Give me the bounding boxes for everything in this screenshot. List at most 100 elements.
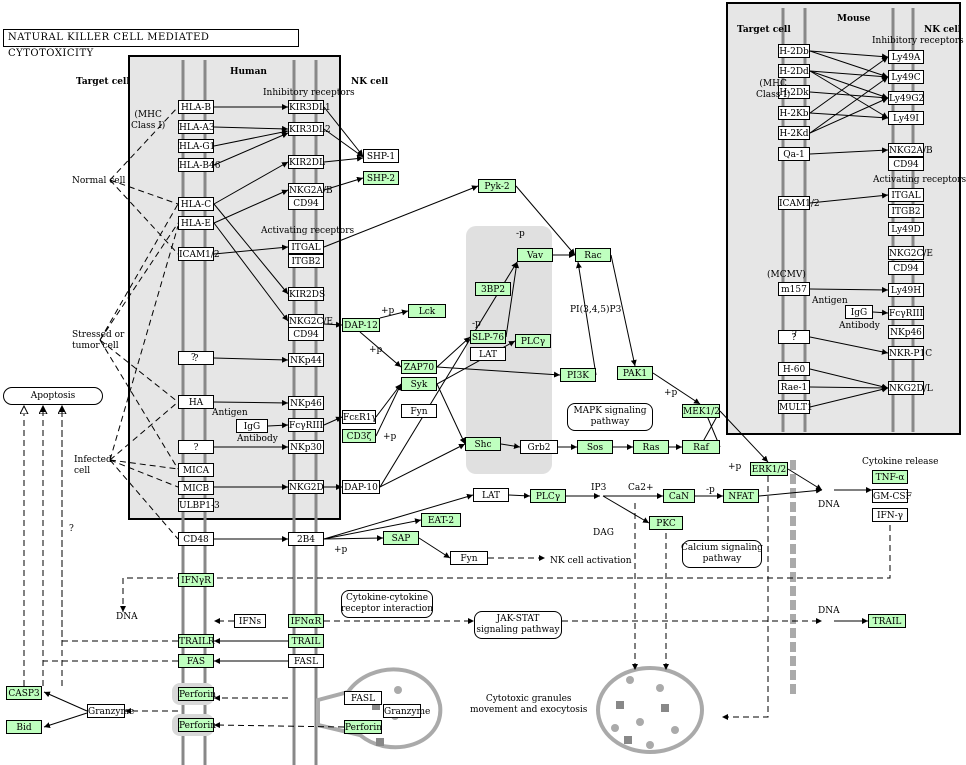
gene-node-trailr-71[interactable]: TRAILR bbox=[178, 634, 215, 648]
gene-node-dap-12-33[interactable]: DAP-12 bbox=[342, 318, 380, 332]
gene-node-perforin-79[interactable]: Perforin bbox=[344, 720, 382, 734]
gene-node-m157-91[interactable]: m157 bbox=[778, 282, 810, 296]
gene-node-kir2ds-22[interactable]: KIR2DS bbox=[288, 287, 325, 301]
gene-node-h-2dk-86[interactable]: H-2Dk bbox=[778, 85, 810, 99]
gene-node-lat-57[interactable]: LAT bbox=[473, 488, 509, 502]
gene-node-kir3dl2-16[interactable]: KIR3DL2 bbox=[288, 122, 331, 136]
gene-node-mek1-2-50[interactable]: MEK1/2 bbox=[682, 404, 720, 418]
gene-node-itgb2-104[interactable]: ITGB2 bbox=[888, 204, 924, 218]
gene-node-h-60-94[interactable]: H-60 bbox=[778, 362, 810, 376]
gene-node-nkp30-28[interactable]: NKp30 bbox=[288, 440, 324, 454]
gene-node-shc-51[interactable]: Shc bbox=[465, 437, 501, 451]
gene-node-nkp44-25[interactable]: NKp44 bbox=[288, 353, 324, 367]
gene-node-ulbp1-3-13[interactable]: ULBP1-3 bbox=[178, 498, 220, 512]
gene-node-fasl-76[interactable]: FASL bbox=[344, 691, 382, 705]
gene-node-ras-54[interactable]: Ras bbox=[633, 440, 669, 454]
gene-node-casp3-82[interactable]: CASP3 bbox=[6, 686, 42, 700]
gene-node---93[interactable]: ? bbox=[778, 330, 810, 344]
gene-node-fc-r1--35[interactable]: FcεR1γ bbox=[342, 410, 377, 424]
gene-node-nkp46-110[interactable]: NKp46 bbox=[888, 325, 924, 339]
gene-node-ly49h-108[interactable]: Ly49H bbox=[888, 283, 924, 297]
gene-node-gm-csf-66[interactable]: GM-CSF bbox=[872, 489, 912, 503]
gene-node-nkg2c-e-23[interactable]: NKG2C/E bbox=[288, 314, 333, 328]
gene-node-zap70-38[interactable]: ZAP70 bbox=[401, 360, 437, 374]
gene-node-itgal-103[interactable]: ITGAL bbox=[888, 188, 924, 202]
gene-node-nkg2d-29[interactable]: NKG2D bbox=[288, 480, 324, 494]
gene-node-sos-53[interactable]: Sos bbox=[577, 440, 613, 454]
gene-node-syk-39[interactable]: Syk bbox=[401, 377, 437, 391]
gene-node-nkg2a-b-101[interactable]: NKG2A/B bbox=[888, 143, 933, 157]
gene-node-fyn-36[interactable]: Fyn bbox=[401, 404, 437, 418]
gene-node-rae-1-95[interactable]: Rae-1 bbox=[778, 380, 810, 394]
gene-node-vav-42[interactable]: Vav bbox=[517, 248, 553, 262]
gene-node-nkg2d-l-112[interactable]: NKG2D/L bbox=[888, 381, 933, 395]
gene-node-trail-73[interactable]: TRAIL bbox=[868, 614, 906, 628]
gene-node-cd3--37[interactable]: CD3ζ bbox=[342, 429, 376, 443]
apoptosis-pathway-link[interactable]: Apoptosis bbox=[3, 387, 103, 405]
gene-node-lck-34[interactable]: Lck bbox=[408, 304, 446, 318]
gene-node-perforin-77[interactable]: Perforin bbox=[178, 687, 216, 701]
gene-node-igg-92[interactable]: IgG bbox=[845, 305, 873, 319]
gene-node-ly49d-105[interactable]: Ly49D bbox=[888, 222, 924, 236]
jakstat-pathway-link[interactable]: JAK-STAT signaling pathway bbox=[474, 611, 562, 639]
gene-node-slp-76-45[interactable]: SLP-76 bbox=[470, 330, 506, 344]
gene-node-hla-a3-1[interactable]: HLA-A3 bbox=[178, 120, 215, 134]
gene-node-nkg2a-b-18[interactable]: NKG2A/B bbox=[288, 183, 333, 197]
gene-node-cd94-102[interactable]: CD94 bbox=[888, 157, 924, 171]
gene-node-hla-e-5[interactable]: HLA-E bbox=[178, 216, 214, 230]
gene-node-pkc-61[interactable]: PKC bbox=[649, 516, 683, 530]
gene-node-granzyme-81[interactable]: Granzyme bbox=[383, 704, 430, 718]
gene-node-grb2-52[interactable]: Grb2 bbox=[520, 440, 558, 454]
gene-node-cd94-107[interactable]: CD94 bbox=[888, 261, 924, 275]
cytokine-pathway-link[interactable]: Cytokine-cytokine receptor interaction bbox=[341, 590, 433, 618]
gene-node-rac-43[interactable]: Rac bbox=[575, 248, 611, 262]
gene-node-nkr-p1c-111[interactable]: NKR-P1C bbox=[888, 346, 932, 360]
gene-node-bid-83[interactable]: Bid bbox=[6, 720, 42, 734]
gene-node-erk1-2-56[interactable]: ERK1/2 bbox=[750, 462, 788, 476]
gene-node-cd94-19[interactable]: CD94 bbox=[288, 196, 324, 210]
gene-node-fas-74[interactable]: FAS bbox=[178, 654, 214, 668]
gene-node-mica-11[interactable]: MICA bbox=[178, 463, 214, 477]
gene-node-sap-63[interactable]: SAP bbox=[383, 531, 419, 545]
gene-node-fc-riii-109[interactable]: FcγRIII bbox=[888, 306, 924, 320]
gene-node-ifn-r-68[interactable]: IFNγR bbox=[178, 573, 214, 587]
gene-node-3bp2-44[interactable]: 3BP2 bbox=[475, 282, 511, 296]
calcium-pathway-link[interactable]: Calcium signaling pathway bbox=[681, 540, 763, 568]
gene-node-plc--58[interactable]: PLCγ bbox=[530, 489, 566, 503]
gene-node-kir3dl1-15[interactable]: KIR3DL1 bbox=[288, 100, 331, 114]
gene-node-itgal-20[interactable]: ITGAL bbox=[288, 240, 324, 254]
gene-node-pi3k-48[interactable]: PI3K bbox=[560, 368, 596, 382]
gene-node-micb-12[interactable]: MICB bbox=[178, 481, 214, 495]
gene-node-eat-2-62[interactable]: EAT-2 bbox=[421, 513, 461, 527]
gene-node-dap-10-40[interactable]: DAP-10 bbox=[342, 480, 380, 494]
gene-node-hla-g1-2[interactable]: HLA-G1 bbox=[178, 139, 215, 153]
gene-node-icam1-2-90[interactable]: ICAM1/2 bbox=[778, 196, 820, 210]
gene-node-ly49c-98[interactable]: Ly49C bbox=[888, 70, 924, 84]
gene-node-cd94-24[interactable]: CD94 bbox=[288, 327, 324, 341]
gene-node-raf-55[interactable]: Raf bbox=[682, 440, 720, 454]
gene-node-plc--47[interactable]: PLCγ bbox=[515, 334, 551, 348]
gene-node-kir2dl-17[interactable]: KIR2DL bbox=[288, 155, 325, 169]
gene-node-hla-b46-3[interactable]: HLA-B46 bbox=[178, 158, 220, 172]
gene-node-ly49a-97[interactable]: Ly49A bbox=[888, 50, 924, 64]
gene-node-nkg2c-e-106[interactable]: NKG2C/E bbox=[888, 246, 933, 260]
gene-node-icam1-2-6[interactable]: ICAM1/2 bbox=[178, 247, 220, 261]
gene-node-fc-riii-27[interactable]: FcγRIII bbox=[288, 418, 324, 432]
gene-node-ifn--67[interactable]: IFN-γ bbox=[872, 508, 908, 522]
gene-node-ifn-r-70[interactable]: IFNαR bbox=[288, 614, 324, 628]
gene-node-fyn-64[interactable]: Fyn bbox=[450, 551, 488, 565]
gene-node-h-2kd-88[interactable]: H-2Kd bbox=[778, 126, 810, 140]
gene-node-lat-46[interactable]: LAT bbox=[470, 347, 506, 361]
gene-node-pyk-2-41[interactable]: Pyk-2 bbox=[478, 179, 516, 193]
mapk-pathway-link[interactable]: MAPK signaling pathway bbox=[567, 403, 653, 431]
gene-node-ly49g2-99[interactable]: Ly49G2 bbox=[888, 91, 924, 105]
gene-node-ha-8[interactable]: HA bbox=[178, 395, 214, 409]
gene-node-shp-1-31[interactable]: SHP-1 bbox=[363, 149, 399, 163]
gene-node-hla-c-4[interactable]: HLA-C bbox=[178, 197, 214, 211]
gene-node---10[interactable]: ? bbox=[178, 440, 214, 454]
gene-node-nfat-60[interactable]: NFAT bbox=[723, 489, 759, 503]
gene-node-h-2kb-87[interactable]: H-2Kb bbox=[778, 106, 810, 120]
gene-node-mult1-96[interactable]: MULT1 bbox=[778, 400, 813, 414]
gene-node---7[interactable]: ? bbox=[178, 351, 214, 365]
gene-node-ifns-69[interactable]: IFNs bbox=[234, 614, 266, 628]
